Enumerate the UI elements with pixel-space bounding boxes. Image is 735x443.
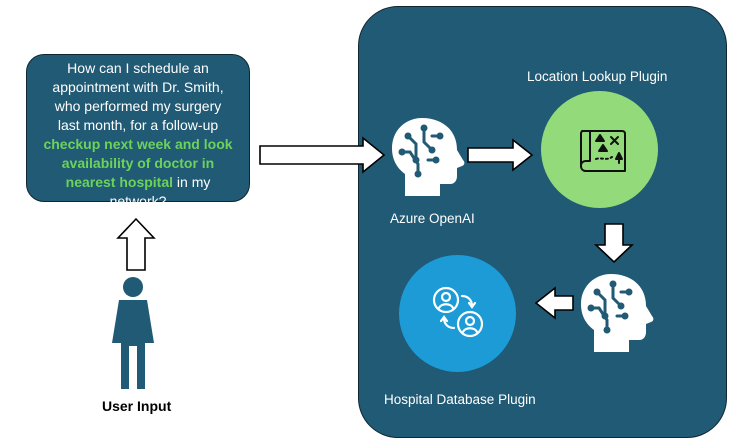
query-to-ai-arrow [259,136,386,174]
map-icon [580,130,626,172]
query-line-3: who performed my surgery [54,98,222,114]
query-text-box: How can I schedule an appointment with D… [26,54,250,209]
up-arrow [116,217,156,271]
location-to-ai-arrow [593,223,635,264]
hospital-plugin-label: Hospital Database Plugin [384,392,536,407]
query-highlight-1: checkup next week and look [43,136,233,152]
query-line-2: appointment with Dr. Smith, [52,79,224,95]
user-input-label: User Input [102,398,172,414]
location-plugin-label: Location Lookup Plugin [527,69,668,84]
query-highlight-3: nearest hospital [65,174,174,190]
ai-head-icon [390,116,466,198]
query-line-1: How can I schedule an [67,60,209,76]
ai-to-hospital-arrow [534,286,574,320]
plugin-panel [358,6,727,438]
hospital-plugin-circle [399,255,516,372]
users-exchange-icon [432,286,484,338]
person-icon [112,277,154,389]
query-line-8: network? [109,193,167,209]
query-highlight-2: availability of doctor in [61,155,215,171]
ai-to-location-arrow [467,138,534,172]
ai-head-icon-2 [579,272,655,354]
azure-openai-label: Azure OpenAI [390,211,475,226]
query-line-4: last month, for a follow-up [57,117,219,133]
query-line-7-tail: in my [173,174,211,190]
